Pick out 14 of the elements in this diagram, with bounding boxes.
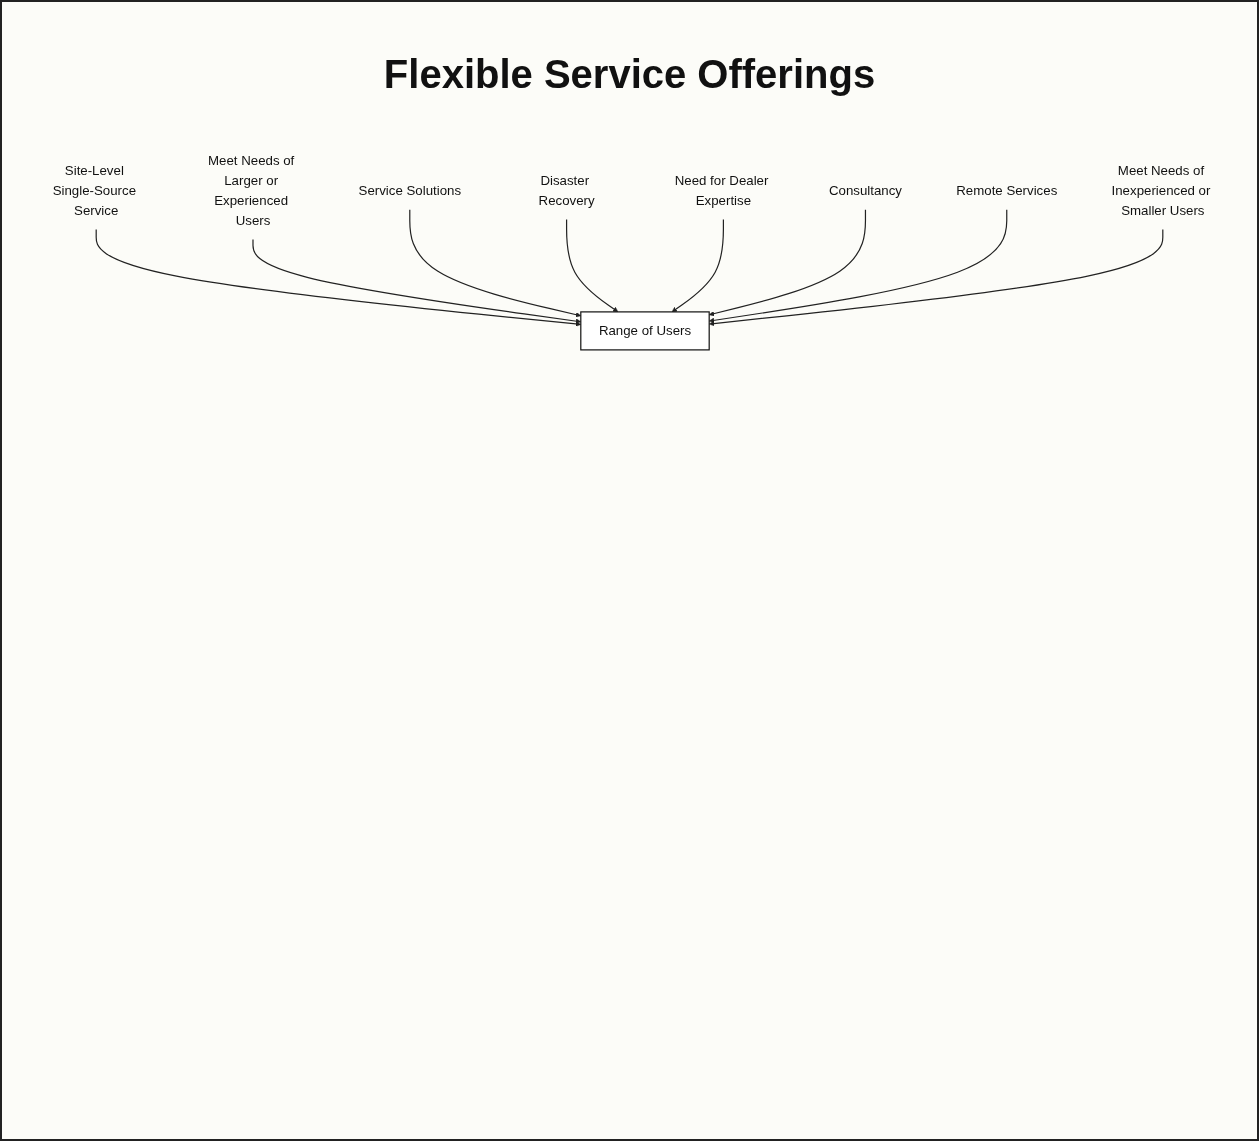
node-text: Service Solutions (358, 183, 462, 199)
node-box: Range of Users (580, 311, 710, 351)
node-text: Meet Needs of Inexperienced or Smaller Users (1111, 163, 1211, 219)
node-text: Meet Needs of Larger or Experienced Users (208, 153, 295, 229)
node-text: Site-Level Single-Source Service (52, 163, 137, 219)
arrow (708, 209, 1008, 323)
arrow (671, 219, 724, 313)
node-text: Need for Dealer Expertise (674, 173, 769, 209)
arrow (708, 209, 867, 317)
arrow (566, 219, 619, 313)
node-text: Consultancy (828, 183, 902, 199)
node-text: Disaster Recovery (538, 173, 595, 209)
node-text: Remote Services (956, 183, 1058, 199)
diagram-title: Flexible Service Offerings (383, 52, 876, 97)
